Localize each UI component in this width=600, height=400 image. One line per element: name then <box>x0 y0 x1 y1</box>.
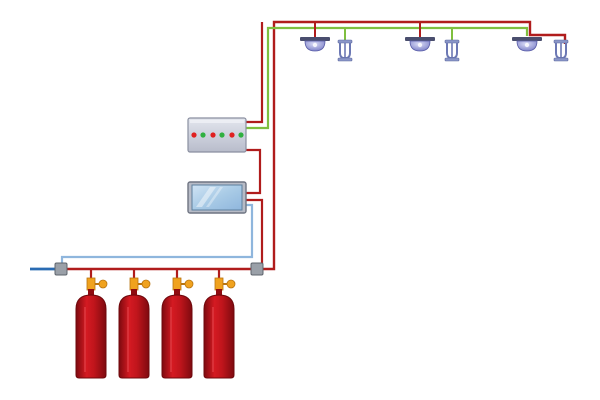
control-panel <box>187 117 247 153</box>
cylinder-valve <box>129 277 139 291</box>
control-panel-leds <box>191 132 244 138</box>
panel-alarm-wire <box>246 22 264 124</box>
valve-handle-icon <box>141 279 151 289</box>
cylinder-body <box>75 294 107 379</box>
detector-base <box>512 37 542 41</box>
cylinder-4 <box>203 277 236 379</box>
discharge-nozzle-2 <box>444 39 460 62</box>
detector-base <box>300 37 330 41</box>
deflector-plate <box>553 57 569 62</box>
cylinder-3 <box>161 277 194 379</box>
cylinder-body <box>203 294 235 379</box>
cylinder-body <box>161 294 193 379</box>
cylinder-valve <box>172 277 182 291</box>
cylinder-valve <box>214 277 224 291</box>
main-supply-pipe <box>257 20 567 271</box>
smoke-detector-2 <box>405 37 435 52</box>
valve-handle-icon <box>226 279 236 289</box>
led-red-3 <box>210 132 216 138</box>
agent-cylinders <box>75 277 236 379</box>
junction-boxes <box>54 262 264 276</box>
signal-line <box>60 203 254 265</box>
deflector-plate <box>444 57 460 62</box>
cylinder-valve <box>86 277 96 291</box>
discharge-nozzles <box>337 39 569 62</box>
discharge-nozzle-1 <box>337 39 353 62</box>
cylinder-2 <box>118 277 151 379</box>
led-red-5 <box>229 132 235 138</box>
panel-monitor-wire <box>246 148 262 195</box>
led-red-1 <box>191 132 197 138</box>
led-green-4 <box>219 132 225 138</box>
valve-handle-icon <box>184 279 194 289</box>
monitor-display <box>187 181 247 214</box>
detector-base <box>405 37 435 41</box>
smoke-detector-3 <box>512 37 542 52</box>
discharge-nozzle-3 <box>553 39 569 62</box>
cylinder-1 <box>75 277 108 379</box>
led-green-2 <box>200 132 206 138</box>
smoke-detector-1 <box>300 37 330 52</box>
wiring <box>30 20 567 280</box>
junction-box-right <box>250 262 264 276</box>
valve-handle-icon <box>98 279 108 289</box>
smoke-detectors <box>300 37 542 52</box>
led-green-6 <box>238 132 244 138</box>
deflector-plate <box>337 57 353 62</box>
monitor-junction-wire <box>246 198 264 264</box>
junction-box-left <box>54 262 68 276</box>
detection-wire <box>246 26 529 130</box>
cylinder-body <box>118 294 150 379</box>
